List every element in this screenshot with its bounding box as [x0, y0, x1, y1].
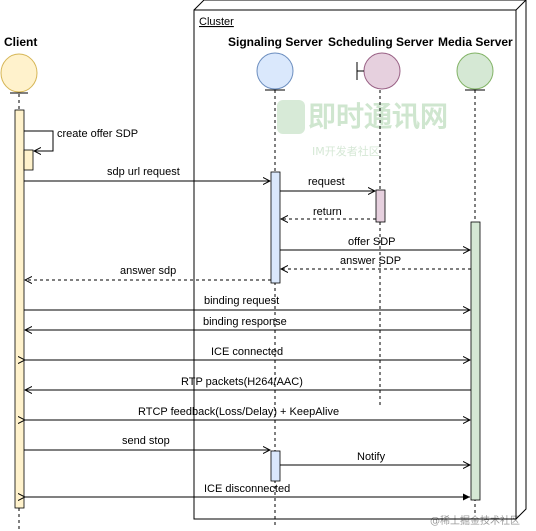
- message-binding-response: binding response: [25, 316, 471, 330]
- client-actor-icon: [0, 53, 38, 94]
- media-activation: [470, 221, 481, 501]
- message-offer-sdp-label: offer SDP: [348, 236, 396, 248]
- message-answer-sdp-client: answer sdp: [25, 265, 271, 280]
- scheduling-boundary-icon: [356, 52, 401, 90]
- message-send-stop-label: send stop: [122, 435, 170, 447]
- message-answer-sdp-client-label: answer sdp: [120, 265, 176, 277]
- scheduling-activation: [375, 189, 386, 223]
- message-binding-request: binding request: [24, 295, 470, 310]
- client-activation: [14, 109, 25, 509]
- message-notify: Notify: [280, 451, 470, 465]
- cluster-label: Cluster: [199, 16, 234, 28]
- actor-scheduling-label: Scheduling Server: [328, 35, 434, 49]
- message-return: return: [281, 206, 376, 219]
- actor-media-label: Media Server: [438, 35, 513, 49]
- watermark-logo-icon: [277, 100, 305, 134]
- message-create-offer-label: create offer SDP: [57, 128, 138, 140]
- watermark-title: 即时通讯网: [308, 100, 448, 133]
- message-binding-response-label: binding response: [203, 316, 287, 328]
- message-send-stop: send stop: [24, 435, 270, 450]
- actor-client-label: Client: [4, 35, 37, 49]
- message-sdp-url-request-label: sdp url request: [107, 166, 180, 178]
- message-request-label: request: [308, 176, 345, 188]
- message-ice-connected: ICE connected: [25, 346, 470, 360]
- message-create-offer: create offer SDP: [23, 128, 138, 171]
- message-ice-disconnected-label: ICE disconnected: [204, 483, 290, 495]
- message-answer-sdp-media: answer SDP: [281, 255, 471, 269]
- message-offer-sdp: offer SDP: [280, 236, 470, 250]
- message-rtcp-feedback: RTCP feedback(Loss/Delay) + KeepAlive: [25, 406, 470, 420]
- message-rtp-packets-label: RTP packets(H264/AAC): [181, 376, 303, 388]
- media-entity-icon: [456, 52, 494, 91]
- message-binding-request-label: binding request: [204, 295, 279, 307]
- message-rtp-packets: RTP packets(H264/AAC): [25, 376, 471, 390]
- message-ice-disconnected: ICE disconnected: [25, 483, 470, 497]
- actor-signaling-label: Signaling Server: [228, 35, 323, 49]
- message-ice-connected-label: ICE connected: [211, 346, 283, 358]
- watermark: 即时通讯网 IM开发者社区 @稀土掘金技术社区: [277, 100, 520, 527]
- message-request: request: [280, 176, 375, 191]
- watermark-corner: @稀土掘金技术社区: [430, 514, 520, 527]
- message-sdp-url-request: sdp url request: [24, 166, 270, 181]
- signaling-activation-2: [270, 450, 281, 482]
- message-return-label: return: [313, 206, 342, 218]
- message-rtcp-feedback-label: RTCP feedback(Loss/Delay) + KeepAlive: [138, 406, 339, 418]
- message-answer-sdp-media-label: answer SDP: [340, 255, 401, 267]
- signaling-activation-1: [270, 171, 281, 284]
- cluster-frame: Cluster: [193, 0, 527, 520]
- watermark-subtitle: IM开发者社区: [312, 144, 380, 158]
- signaling-entity-icon: [256, 52, 294, 91]
- message-notify-label: Notify: [357, 451, 386, 463]
